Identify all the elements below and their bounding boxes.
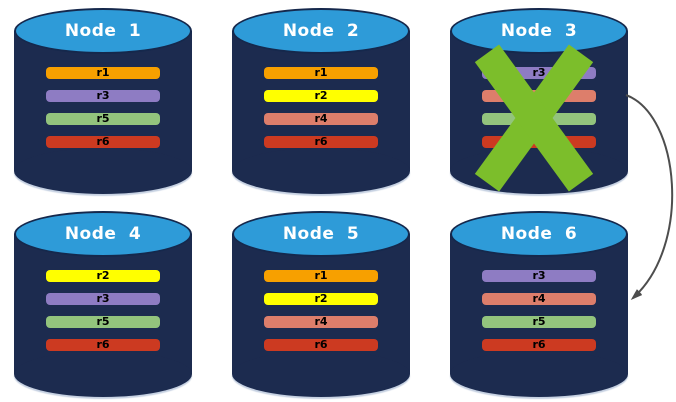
replica-bar bbox=[482, 136, 596, 148]
node-2: r1 r2 r4 r6 Node 2 bbox=[232, 8, 410, 194]
replica-bar: r6 bbox=[46, 136, 160, 148]
node-label: Node 1 bbox=[64, 21, 142, 41]
cylinder-cap: Node 6 bbox=[450, 211, 628, 257]
cylinder-cap: Node 1 bbox=[14, 8, 192, 54]
replica-bar: r6 bbox=[482, 339, 596, 351]
replica-list: r3 bbox=[450, 67, 628, 148]
replica-bar: r6 bbox=[264, 136, 378, 148]
cylinder-cap: Node 4 bbox=[14, 211, 192, 257]
node-label: Node 4 bbox=[64, 224, 142, 244]
cylinder-bottom bbox=[14, 351, 192, 397]
cylinder-bottom bbox=[450, 148, 628, 194]
replica-bar: r4 bbox=[264, 316, 378, 328]
replica-bar: r2 bbox=[264, 90, 378, 102]
replica-bar bbox=[482, 113, 596, 125]
replica-list: r2 r3 r5 r6 bbox=[14, 270, 192, 351]
replica-bar: r2 bbox=[264, 293, 378, 305]
replica-bar: r2 bbox=[46, 270, 160, 282]
replica-bar: r5 bbox=[46, 316, 160, 328]
replica-bar: r4 bbox=[482, 293, 596, 305]
replica-bar: r6 bbox=[264, 339, 378, 351]
replica-bar: r6 bbox=[46, 339, 160, 351]
replica-bar: r3 bbox=[46, 293, 160, 305]
replica-bar: r4 bbox=[264, 113, 378, 125]
node-label: Node 3 bbox=[500, 21, 578, 41]
node-label: Node 6 bbox=[500, 224, 578, 244]
replica-bar: r1 bbox=[46, 67, 160, 79]
replica-bar: r1 bbox=[264, 270, 378, 282]
cylinder-cap: Node 2 bbox=[232, 8, 410, 54]
cylinder-bottom bbox=[232, 148, 410, 194]
replica-list: r1 r2 r4 r6 bbox=[232, 67, 410, 148]
node-6: r3 r4 r5 r6 Node 6 bbox=[450, 211, 628, 397]
cylinder-cap: Node 5 bbox=[232, 211, 410, 257]
cylinder-bottom bbox=[450, 351, 628, 397]
node-5: r1 r2 r4 r6 Node 5 bbox=[232, 211, 410, 397]
cylinder-cap: Node 3 bbox=[450, 8, 628, 54]
replica-bar: r5 bbox=[46, 113, 160, 125]
failover-arrow-path bbox=[625, 94, 674, 301]
cylinder-bottom bbox=[14, 148, 192, 194]
node-4: r2 r3 r5 r6 Node 4 bbox=[14, 211, 192, 397]
node-label: Node 5 bbox=[282, 224, 360, 244]
node-1: r1 r3 r5 r6 Node 1 bbox=[14, 8, 192, 194]
replica-bar bbox=[482, 90, 596, 102]
replica-bar: r3 bbox=[482, 67, 596, 79]
replica-bar: r1 bbox=[264, 67, 378, 79]
replica-bar: r3 bbox=[46, 90, 160, 102]
cylinder-bottom bbox=[232, 351, 410, 397]
node-3: r3 Node 3 bbox=[450, 8, 628, 194]
replica-list: r3 r4 r5 r6 bbox=[450, 270, 628, 351]
node-label: Node 2 bbox=[282, 21, 360, 41]
replica-bar: r5 bbox=[482, 316, 596, 328]
replica-list: r1 r2 r4 r6 bbox=[232, 270, 410, 351]
replica-bar: r3 bbox=[482, 270, 596, 282]
replica-list: r1 r3 r5 r6 bbox=[14, 67, 192, 148]
